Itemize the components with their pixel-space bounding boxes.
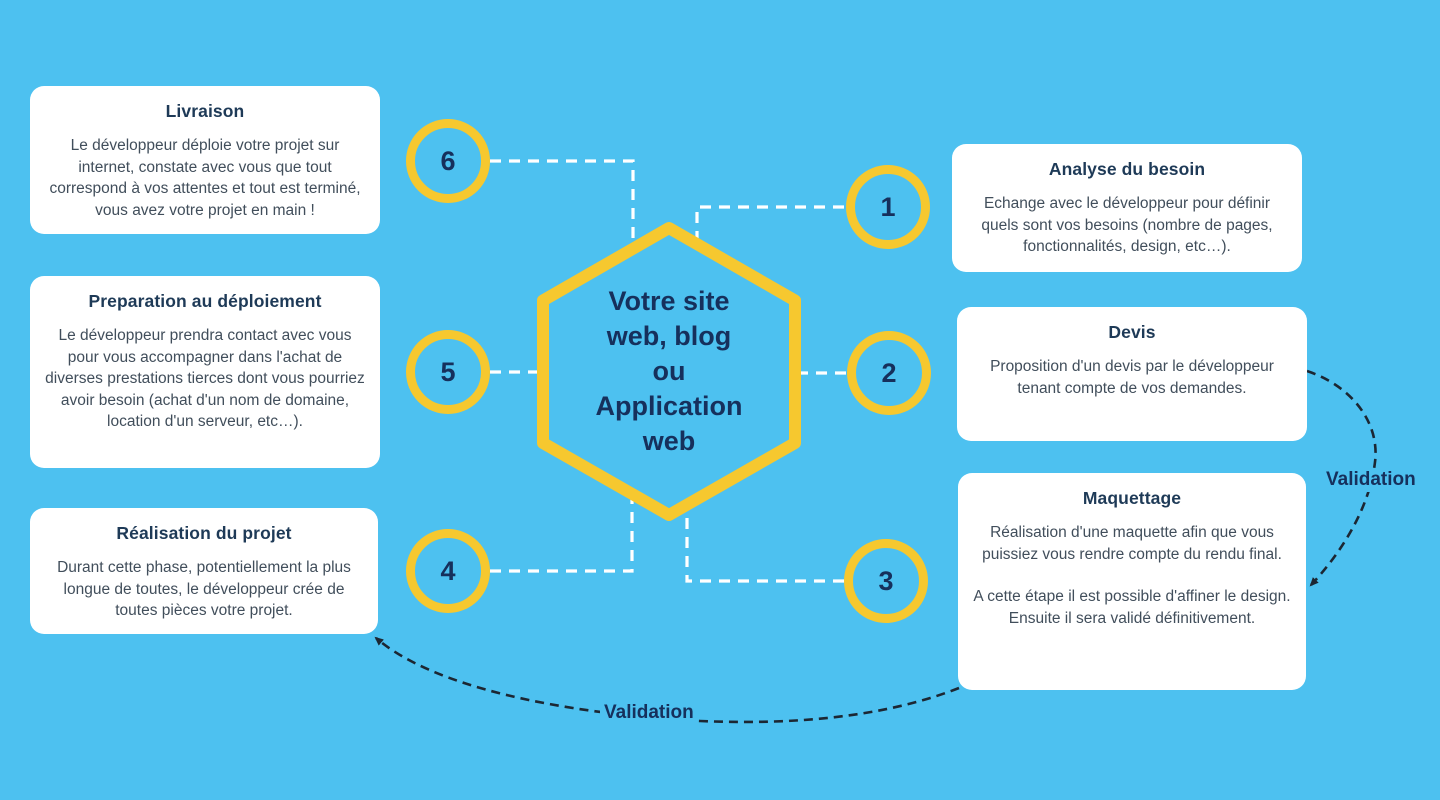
validation-label-bottom: Validation [600, 701, 698, 725]
step-4-number: 4 [440, 555, 456, 586]
card-maquettage-body-1: Réalisation d'une maquette afin que vous… [982, 524, 1282, 563]
step-6-number: 6 [440, 145, 456, 176]
hexagon-shape [537, 222, 801, 521]
card-preparation-title: Preparation au déploiement [88, 291, 322, 311]
connector-step4 [490, 492, 634, 573]
step-4-circle: 4 [406, 529, 490, 613]
step-5-circle: 5 [406, 330, 490, 414]
card-preparation-au-deploiement: Preparation au déploiement Le développeu… [30, 276, 380, 468]
step-1-number: 1 [880, 191, 896, 222]
card-maquettage-title: Maquettage [1082, 488, 1182, 508]
card-realisation-body: Durant cette phase, potentiellement la p… [57, 559, 351, 619]
card-devis: Devis Proposition d'un devis par le déve… [957, 307, 1307, 441]
card-devis-body: Proposition d'un devis par le développeu… [990, 358, 1274, 397]
step-3-circle: 3 [844, 539, 928, 623]
validation-arc-bottom [374, 636, 960, 724]
card-maquettage: Maquettage Réalisation d'une maquette af… [958, 473, 1306, 690]
card-maquettage-body-2: A cette étape il est possible d'affiner … [973, 588, 1291, 627]
connector-step1 [695, 205, 844, 248]
card-preparation-body: Le développeur prendra contact avec vous… [45, 327, 365, 430]
step-2-number: 2 [881, 357, 897, 388]
card-livraison: Livraison Le développeur déploie votre p… [30, 86, 380, 234]
step-2-circle: 2 [847, 331, 931, 415]
hexagon-label: Votre site web, blog ou Application web [595, 286, 743, 456]
step-6-circle: 6 [406, 119, 490, 203]
card-analyse-body: Echange avec le développeur pour définir… [981, 195, 1273, 255]
card-realisation-du-projet: Réalisation du projet Durant cette phase… [30, 508, 378, 634]
step-5-number: 5 [440, 356, 456, 387]
validation-label-right: Validation [1322, 468, 1420, 492]
card-realisation-title: Réalisation du projet [116, 523, 292, 543]
card-analyse-title: Analyse du besoin [1048, 159, 1206, 179]
step-1-circle: 1 [846, 165, 930, 249]
card-analyse-du-besoin: Analyse du besoin Echange avec le dévelo… [952, 144, 1302, 272]
card-devis-title: Devis [1108, 322, 1156, 342]
card-livraison-title: Livraison [165, 101, 245, 121]
validation-arc-right [1306, 369, 1377, 587]
connector-step3 [685, 504, 844, 583]
step-3-number: 3 [878, 565, 894, 596]
card-livraison-body: Le développeur déploie votre projet sur … [49, 137, 361, 219]
connector-step6 [490, 159, 635, 252]
